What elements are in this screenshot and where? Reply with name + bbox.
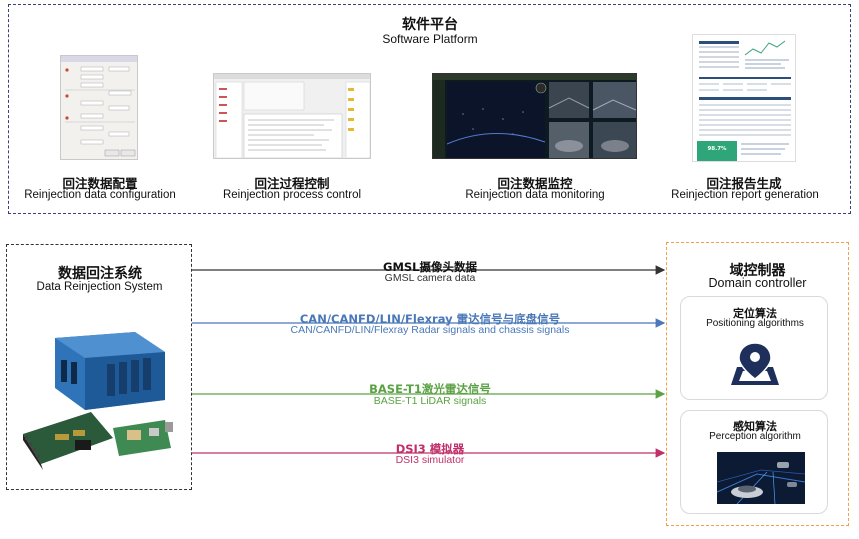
config-caption-cn: 回注数据配置 (62, 176, 138, 191)
perception-title-cn: 感知算法 (733, 420, 777, 433)
gmsl-label-en: GMSL camera data (384, 272, 476, 284)
software-platform-title-cn: 软件平台 (402, 17, 458, 33)
data-monitoring-caption-cn: 回注数据监控 (497, 176, 573, 191)
reinjection-hardware-illustration (23, 332, 173, 470)
positioning-title-en: Positioning algorithms (706, 318, 804, 329)
config-dialog-illustration (61, 56, 137, 157)
domain-controller-box (666, 242, 849, 526)
process-control-caption-en: Reinjection process control (222, 189, 362, 201)
config-caption-en: Reinjection data configuration (24, 189, 176, 201)
dsi3-label-cn: DSI3 模拟器 (395, 442, 465, 456)
base-t1-label-en: BASE-T1 LiDAR signals (373, 395, 487, 407)
domain-controller-title-cn: 域控制器 (729, 263, 786, 279)
dsi3-label-en: DSI3 simulator (395, 454, 465, 466)
perception-car-illustration (717, 452, 805, 504)
location-pin-icon (731, 342, 779, 385)
monitoring-illustration (433, 74, 636, 158)
report-caption-cn: 回注报告生成 (706, 176, 782, 191)
perception-card: 感知算法 Perception algorithm (680, 410, 828, 514)
software-platform-title-en: Software Platform (382, 32, 478, 46)
config-screenshot (60, 55, 138, 160)
perception-title-en: Perception algorithm (709, 431, 801, 442)
positioning-title-cn: 定位算法 (733, 307, 777, 320)
report-illustration (697, 40, 791, 161)
process-control-screenshot (213, 73, 371, 159)
data-monitoring-caption-en: Reinjection data monitoring (465, 189, 605, 201)
can-label-en: CAN/CANFD/LIN/Flexray Radar signals and … (290, 324, 570, 336)
report-screenshot: 98.7% (692, 34, 796, 162)
reinjection-system-title-cn: 数据回注系统 (58, 266, 142, 282)
can-label-cn: CAN/CANFD/LIN/Flexray 雷达信号与底盘信号 (299, 312, 561, 326)
process-control-caption-cn: 回注过程控制 (254, 176, 330, 191)
data-monitoring-screenshot (432, 73, 637, 159)
report-highlight-value: 98.7% (707, 146, 727, 152)
domain-controller-title-en: Domain controller (708, 276, 807, 290)
base-t1-label-cn: BASE-T1激光雷达信号 (369, 382, 491, 396)
positioning-card: 定位算法 Positioning algorithms (680, 296, 828, 400)
software-platform-box (8, 4, 851, 214)
report-caption-en: Reinjection report generation (671, 189, 819, 201)
process-control-illustration (214, 74, 370, 158)
reinjection-system-box (6, 244, 192, 490)
reinjection-system-title-en: Data Reinjection System (36, 281, 163, 293)
gmsl-label-cn: GMSL摄像头数据 (383, 260, 477, 274)
